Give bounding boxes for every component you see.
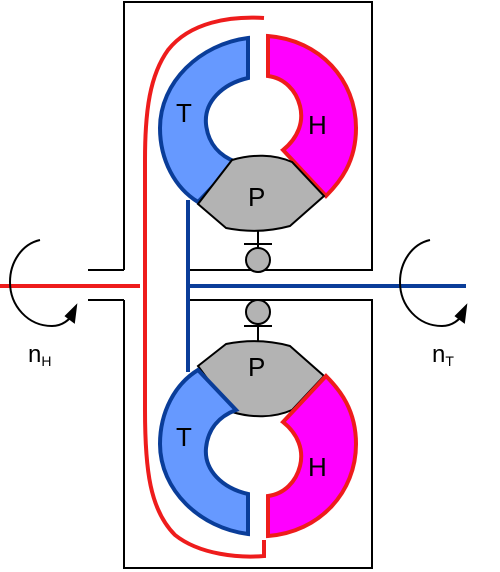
pump-casing-outline [143, 15, 266, 559]
label-input-speed-main: n [28, 341, 41, 368]
rotation-arrow-right [398, 239, 465, 328]
reactor-upper-bearing [245, 247, 271, 273]
label-reactor-lower: P [248, 352, 265, 382]
label-pump-lower: H [308, 452, 327, 482]
rotation-arrowhead-right [454, 303, 468, 324]
housing-outline-lower [123, 299, 373, 569]
label-input-speed: nH [28, 341, 51, 369]
pump-lower [266, 373, 359, 539]
label-turbine-lower: T [176, 422, 192, 452]
label-reactor-upper: P [248, 182, 265, 212]
label-pump-upper: H [308, 110, 327, 140]
label-turbine-upper: T [176, 98, 192, 128]
housing-outline [123, 1, 373, 271]
reactor-lower [196, 340, 326, 418]
label-input-speed-sub: H [41, 353, 51, 369]
reactor-upper [196, 154, 326, 232]
shaft-sleeve [88, 269, 124, 301]
rotation-arrow-left [8, 239, 75, 328]
turbine-upper [157, 35, 250, 205]
pump-upper [266, 33, 359, 199]
reactor-lower-bearing [245, 299, 271, 325]
rotation-arrowhead-left [64, 303, 78, 324]
label-output-speed: nT [432, 341, 454, 369]
label-output-speed-sub: T [445, 353, 454, 369]
turbine-lower [157, 367, 250, 537]
label-output-speed-main: n [432, 341, 445, 368]
